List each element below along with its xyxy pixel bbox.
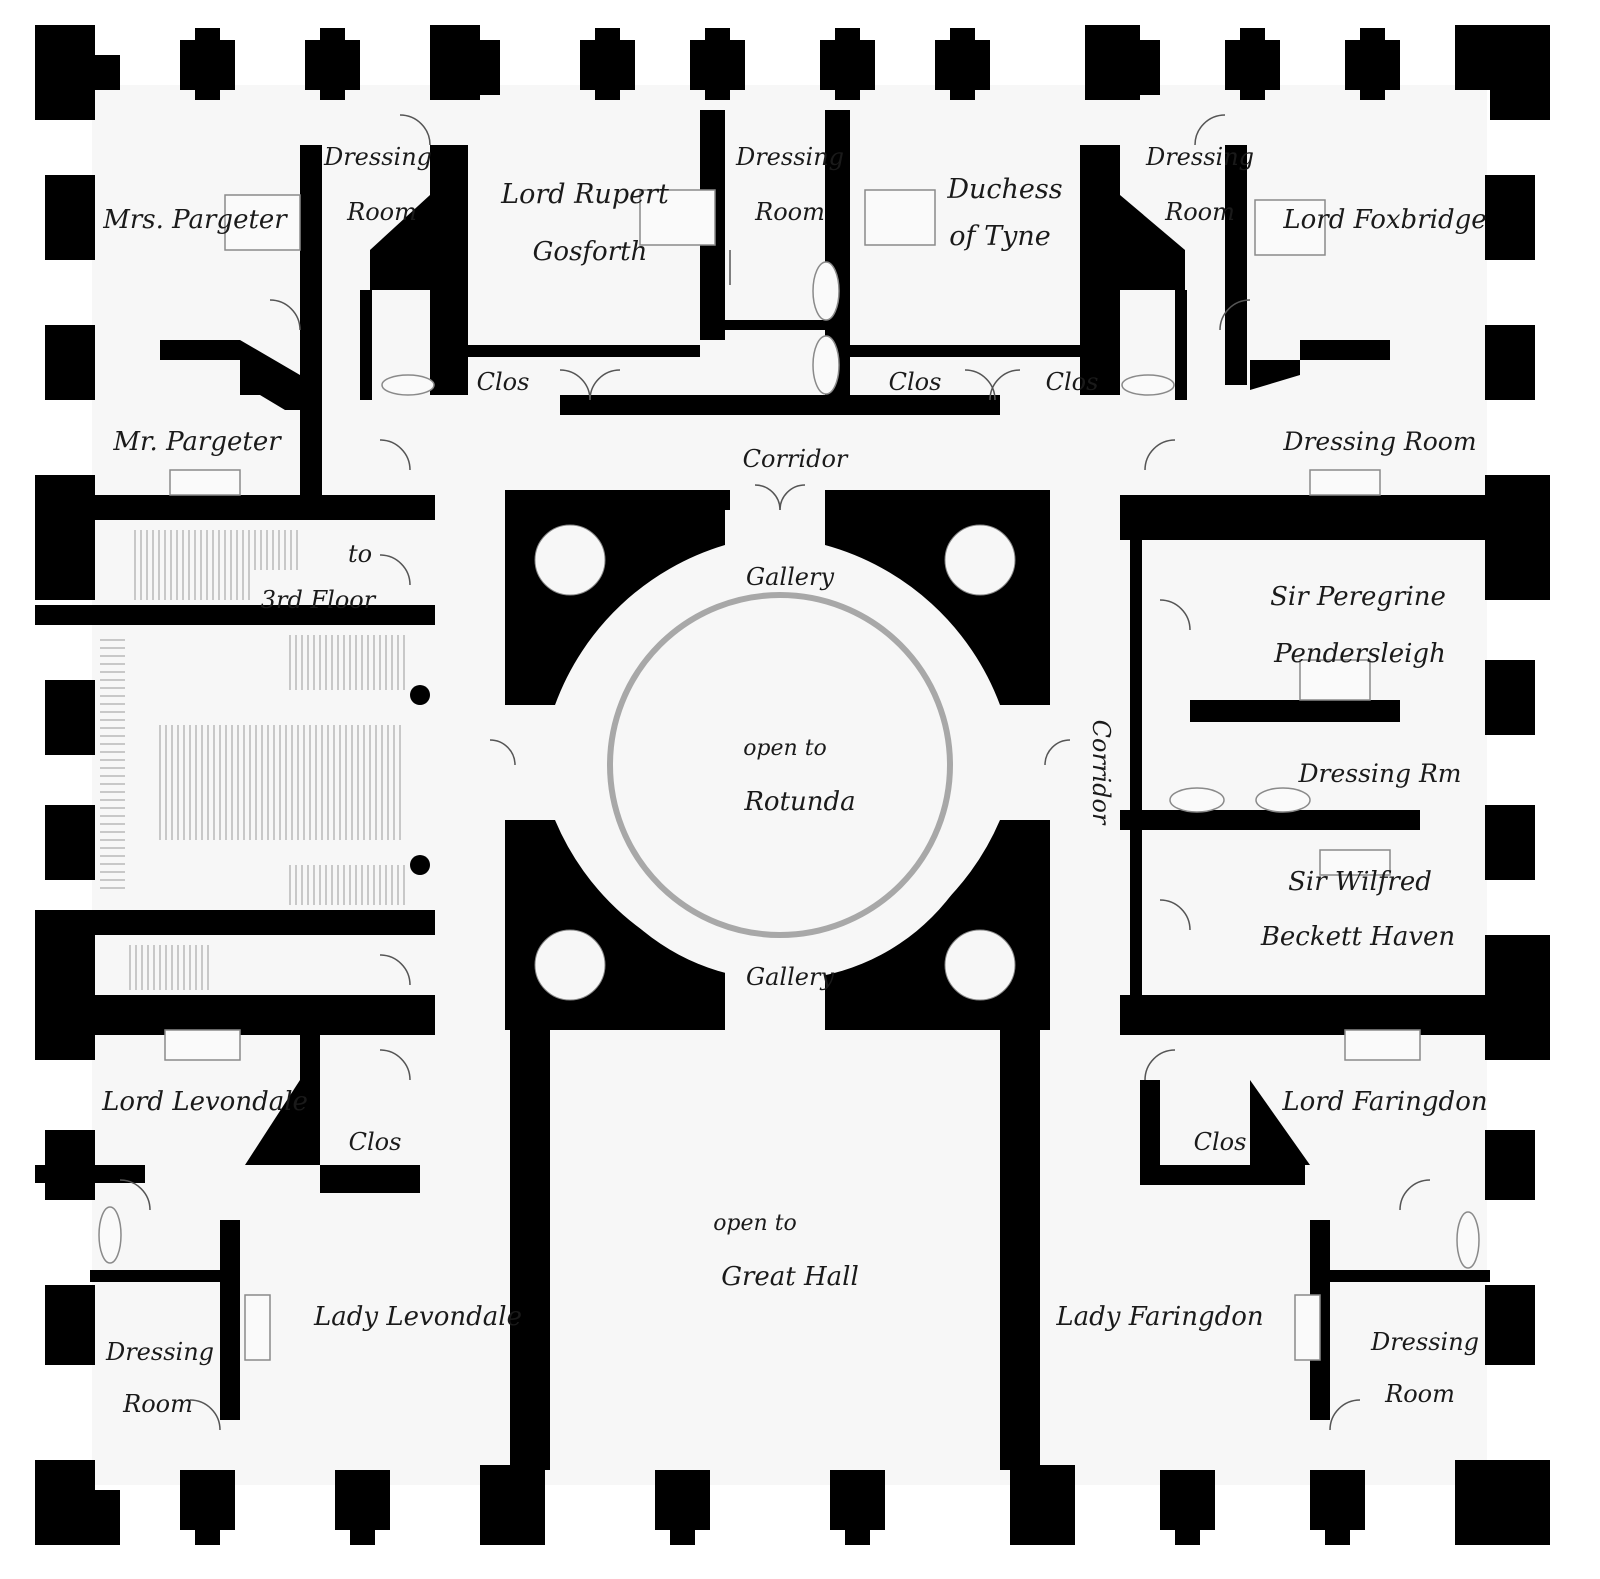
label-clos-5: Clos <box>1194 1128 1247 1156</box>
label-lady-faringdon: Lady Faringdon <box>1055 1302 1263 1332</box>
label-dressing-rm: Dressing Rm <box>1297 759 1461 788</box>
label-clos-3: Clos <box>1046 368 1099 396</box>
label-lord-foxbridge: Lord Foxbridge <box>1282 205 1486 235</box>
label-to-3rd-b: 3rd Floor <box>261 586 377 614</box>
grand-staircase <box>95 520 430 995</box>
label-corridor-right: Corridor <box>1087 720 1115 826</box>
label-mr-pargeter: Mr. Pargeter <box>112 427 282 457</box>
label-dressing-3a: Dressing <box>1145 143 1254 171</box>
label-great-hall-b: Great Hall <box>721 1262 859 1292</box>
label-lady-levondale: Lady Levondale <box>313 1302 522 1332</box>
label-dressing-3b: Room <box>1164 198 1235 226</box>
label-corridor-top: Corridor <box>743 445 849 473</box>
label-lord-faringdon: Lord Faringdon <box>1281 1087 1487 1117</box>
label-gallery-top: Gallery <box>746 563 835 591</box>
door-swings <box>119 114 1431 1431</box>
label-dressing-2b: Room <box>754 198 825 226</box>
label-dressing-5b: Room <box>1384 1380 1455 1408</box>
label-lord-levondale: Lord Levondale <box>101 1087 308 1117</box>
label-gallery-bottom: Gallery <box>746 963 835 991</box>
rotunda-ring <box>607 592 953 938</box>
label-dressing-2a: Dressing <box>735 143 844 171</box>
great-hall <box>570 1035 1000 1465</box>
label-dressing-4b: Room <box>122 1390 193 1418</box>
label-sir-peregrine-b: Pendersleigh <box>1273 639 1446 669</box>
label-mrs-pargeter: Mrs. Pargeter <box>102 205 288 235</box>
label-sir-peregrine-a: Sir Peregrine <box>1270 582 1446 612</box>
label-lord-rupert-b: Gosforth <box>533 237 648 267</box>
label-great-hall-a: open to <box>713 1211 797 1236</box>
label-duchess-a: Duchess <box>946 174 1062 205</box>
label-lord-rupert-a: Lord Rupert <box>500 179 669 210</box>
fixtures <box>98 189 1480 1361</box>
label-to-3rd-a: to <box>348 540 372 568</box>
label-rotunda-a: open to <box>743 736 827 761</box>
label-dressing-4a: Dressing <box>105 1338 214 1366</box>
label-dressing-1b: Room <box>346 198 417 226</box>
label-clos-2: Clos <box>889 368 942 396</box>
label-clos-4: Clos <box>349 1128 402 1156</box>
rotunda <box>505 510 1050 1030</box>
label-duchess-b: of Tyne <box>949 221 1050 252</box>
label-sir-wilfred-a: Sir Wilfred <box>1288 867 1432 897</box>
label-dressing-5a: Dressing <box>1370 1328 1479 1356</box>
label-dressing-1a: Dressing <box>323 143 432 171</box>
label-clos-1: Clos <box>477 368 530 396</box>
room-labels: Mrs. Pargeter Dressing Room Lord Rupert … <box>101 143 1488 1418</box>
label-sir-wilfred-b: Beckett Haven <box>1260 922 1455 952</box>
label-rotunda-b: Rotunda <box>743 787 855 817</box>
label-dressing-room-right: Dressing Room <box>1282 427 1476 456</box>
spiral-stairs <box>534 524 1016 1001</box>
